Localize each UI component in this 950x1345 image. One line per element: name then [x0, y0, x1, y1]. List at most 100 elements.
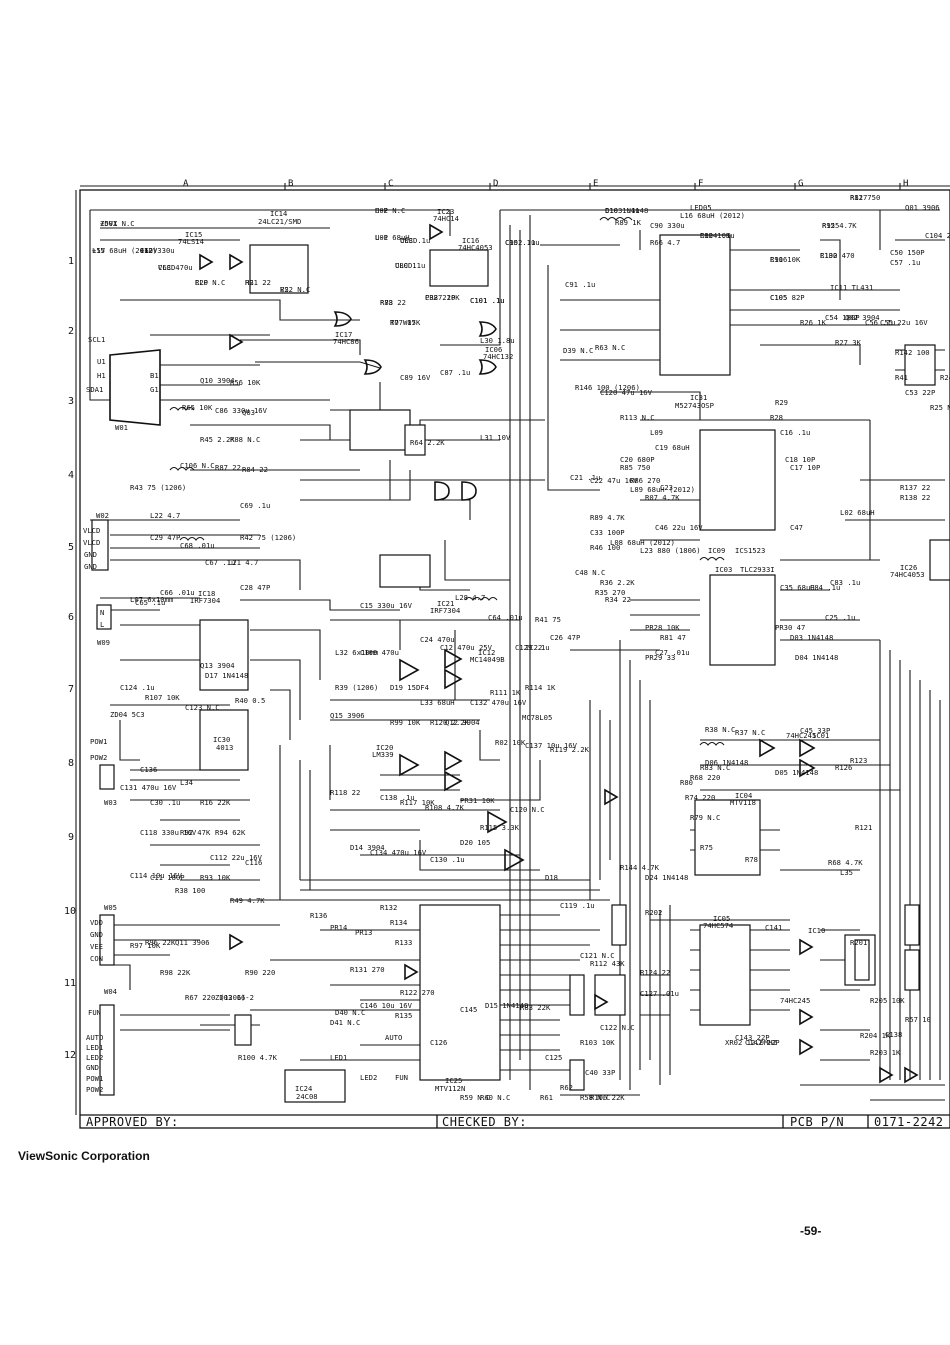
ic-part: IRF7304 [430, 606, 460, 615]
component-label: C29 47P [150, 533, 180, 542]
connector-pin: B1 [150, 371, 159, 380]
ic-part: 74HC4053 [458, 243, 493, 252]
component-label: C86 330u 16V [215, 406, 268, 415]
component-label: C132 470u 16V [470, 698, 527, 707]
component-label: R98 22K [160, 968, 191, 977]
connector-pin: POW1 [90, 737, 107, 746]
connector-ref: W01 [115, 423, 128, 432]
ic-ref: IC05 [713, 914, 730, 923]
component-label: L34 [180, 778, 193, 787]
component-label: PR14 [330, 923, 347, 932]
component-label: C127 .01u [640, 989, 679, 998]
ic-ref: IC26 [900, 563, 917, 572]
component-label: L89 68uH (2012) [630, 485, 695, 494]
ic-ref: IC25 [445, 1076, 462, 1085]
component-label: R121 [855, 823, 872, 832]
component-label: R26 1K [800, 318, 827, 327]
component-label: R111 1K [490, 688, 521, 697]
component-label: D20 105 [460, 838, 490, 847]
component-label: C91 .1u [565, 280, 595, 289]
component-label: D15 1N4148 [485, 1001, 528, 1010]
component-label: C145 [460, 1005, 477, 1014]
component-label: C27 .01u [655, 648, 690, 657]
company-name: ViewSonic Corporation [18, 1149, 150, 1163]
component-label: R89 4.7K [590, 513, 625, 522]
component-label: PR13 [355, 928, 372, 937]
ic-labels: IC14 24LC21/SMD IC15 74LS14 IC23 74HC14 … [178, 207, 925, 1101]
component-label: C45 33P [800, 726, 830, 735]
component-label: C69 .1u [240, 501, 270, 510]
component-label: PR30 47 [775, 623, 805, 632]
component-label: C17 10P [790, 463, 820, 472]
component-label: R40 0.5 [235, 696, 265, 705]
component-label: H-P [375, 206, 388, 215]
wiring [89, 209, 945, 1101]
component-label: PR29 33 [645, 653, 675, 662]
ic-ref: IC23 [437, 207, 454, 216]
ic-part: 74HC14 [433, 214, 459, 223]
component-label: R144 4.7K [620, 863, 660, 872]
connector-pin: POW2 [90, 753, 107, 762]
row-label: 2 [68, 326, 74, 337]
component-label: R87 22 [215, 463, 241, 472]
component-label: C105 82P [770, 293, 805, 302]
connector-labels: W01 SCL1 U1 H1 SDA1 G1 B1 W02 VLCD VLCD … [83, 335, 159, 1094]
component-label: Q01 3906 [905, 203, 940, 212]
component-label: R21 22 [245, 278, 271, 287]
connector-pin: POW1 [86, 1074, 103, 1083]
component-label: R91 10K [770, 255, 801, 264]
component-label: R125 [822, 221, 839, 230]
component-label: R131 270 [350, 965, 385, 974]
row-label: 6 [68, 612, 74, 623]
component-label: R41 75 [535, 615, 561, 624]
component-label: C134 470u 16V [370, 848, 427, 857]
component-label: C02 N.C [375, 206, 405, 215]
component-label: C65 .1u [135, 598, 165, 607]
component-label: LED1 [330, 1053, 347, 1062]
ic-ref: IC15 [185, 230, 202, 239]
component-label: C11 180P [150, 873, 185, 882]
row-label: 1 [68, 256, 74, 267]
row-label: 9 [68, 832, 74, 843]
approved-by-label: APPROVED BY: [86, 1115, 179, 1129]
component-label: R36 2.2K [600, 578, 635, 587]
component-label: R07 4.7K [645, 493, 680, 502]
component-label: L30 1.8u [480, 336, 515, 345]
component-label: C138 [885, 1030, 902, 1039]
component-label: C106 N.C [180, 461, 215, 470]
component-label: R93 10K [200, 873, 231, 882]
component-label: C84 .1u [810, 583, 840, 592]
component-label: C137 10u 16V [525, 741, 578, 750]
component-label: Q10 3904 [200, 376, 235, 385]
component-label: R78 [745, 855, 758, 864]
component-label: R94 62K [215, 828, 246, 837]
component-label: L01 68uH [375, 233, 410, 242]
connector-pin: FUN [88, 1008, 101, 1017]
component-label: R90 220 [245, 968, 275, 977]
component-label: C104 22u 16V [925, 231, 950, 240]
component-label: C90 330u [650, 221, 685, 230]
component-label: C95 .1u [505, 238, 535, 247]
connector-pin: H1 [97, 371, 106, 380]
component-label: C48 N.C [575, 568, 605, 577]
component-label: C57 .1u [890, 258, 920, 267]
component-label: R107 10K [145, 693, 180, 702]
component-label: R100 4.7K [238, 1053, 278, 1062]
connector-pin: POW2 [86, 1085, 103, 1094]
component-label: R138 22 [900, 493, 930, 502]
component-label: CLP [195, 278, 208, 287]
connector-pin: AUTO [86, 1033, 103, 1042]
component-label: R113 N.C [620, 413, 655, 422]
connector-pin: GND [84, 550, 97, 559]
connector-ref: W09 [97, 638, 110, 647]
component-label: R56 10K [230, 378, 261, 387]
component-label: C64 .01u [488, 613, 523, 622]
component-label: C12 470u 25V [440, 643, 493, 652]
component-label: D19 15DF4 [390, 683, 429, 692]
component-label: C03 .1u [400, 236, 430, 245]
component-label: R58 N.C [580, 1093, 610, 1102]
component-label: PR31 10K [460, 796, 495, 805]
component-label: D24 1N4148 [645, 873, 688, 882]
component-label: L35 [840, 868, 853, 877]
component-label: C129 .1u [515, 643, 550, 652]
